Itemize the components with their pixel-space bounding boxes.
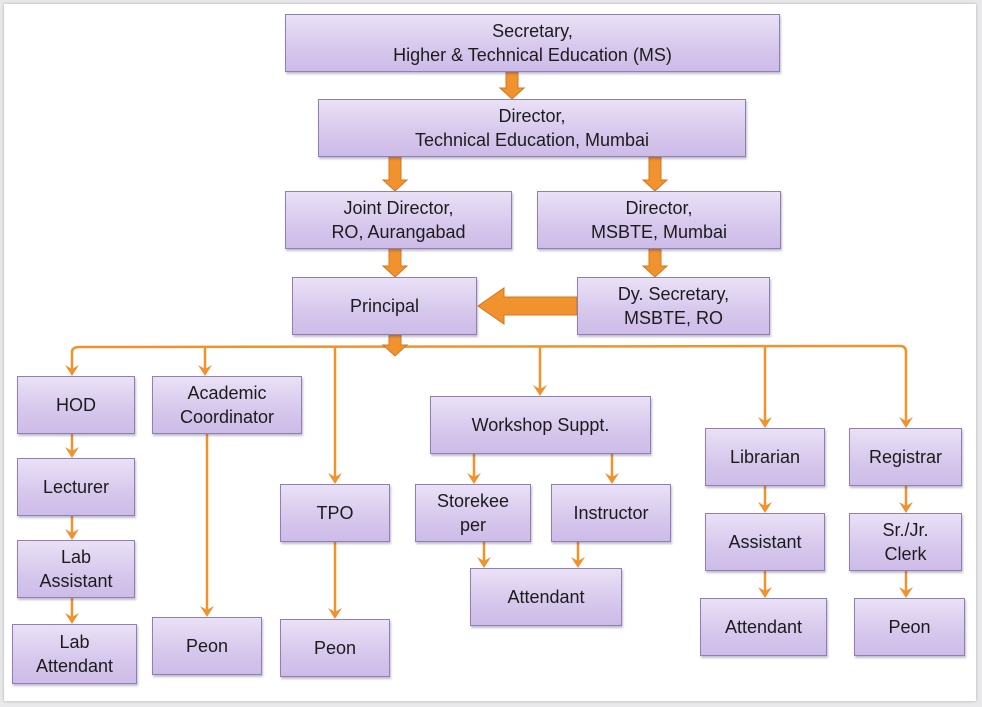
node-secretary: Secretary, Higher & Technical Education … — [285, 14, 780, 72]
node-principal: Principal — [292, 277, 477, 335]
arrow-workshop-to-instructor-head — [605, 473, 619, 484]
node-attendant-workshop: Attendant — [470, 568, 622, 626]
node-joint-director: Joint Director, RO, Aurangabad — [285, 191, 512, 249]
arrow-joint-director-to-principal — [381, 248, 409, 278]
arrow-hod-to-lecturer-head — [65, 447, 79, 458]
arrow-principal-to-bus — [381, 334, 409, 357]
node-workshop-support: Workshop Suppt. — [430, 396, 651, 454]
node-instructor: Instructor — [551, 484, 671, 542]
node-assistant-library: Assistant — [705, 513, 825, 571]
arrow-clerk-to-peon-head — [899, 587, 913, 598]
node-director-msbte: Director, MSBTE, Mumbai — [537, 191, 781, 249]
arrow-secretary-to-director — [498, 71, 526, 100]
node-peon-tpo: Peon — [280, 619, 390, 677]
node-peon-registrar: Peon — [854, 598, 965, 656]
arrow-storekeeper-to-attendant-head — [477, 557, 491, 568]
arrow-director-to-director-msbte — [641, 156, 669, 192]
node-lab-assistant: Lab Assistant — [17, 540, 135, 598]
arrow-lab-assistant-to-lab-attendant-head — [65, 613, 79, 624]
node-registrar: Registrar — [849, 428, 962, 486]
node-peon-academic: Peon — [152, 617, 262, 675]
node-storekeeper: Storekee per — [415, 484, 531, 542]
arrow-director-to-joint-director — [381, 156, 409, 192]
node-hod: HOD — [17, 376, 135, 434]
node-librarian: Librarian — [705, 428, 825, 486]
node-clerk: Sr./Jr. Clerk — [849, 513, 962, 571]
arrow-assistant-to-attendant-head — [758, 587, 772, 598]
arrow-academic-to-peon-head — [200, 606, 214, 617]
arrow-instructor-to-attendant-head — [571, 557, 585, 568]
arrow-bus-to-academic-head — [198, 365, 212, 376]
arrow-bus-to-tpo-head — [328, 473, 342, 484]
arrow-director-msbte-to-dy-secretary — [641, 248, 669, 278]
arrow-bus-to-workshop-head — [533, 385, 547, 396]
arrow-dy-secretary-to-principal — [477, 287, 578, 325]
node-tpo: TPO — [280, 484, 390, 542]
node-lecturer: Lecturer — [17, 458, 135, 516]
arrow-bus-to-hod-head — [65, 365, 79, 376]
arrow-lecturer-to-lab-assistant-head — [65, 529, 79, 540]
node-lab-attendant: Lab Attendant — [12, 624, 137, 684]
arrow-bus-to-registrar-head — [899, 417, 913, 428]
node-academic-coordinator: Academic Coordinator — [152, 376, 302, 434]
arrow-workshop-to-storekeeper-head — [467, 473, 481, 484]
arrow-bus-to-librarian-head — [758, 417, 772, 428]
connector-bus — [70, 344, 908, 354]
arrow-registrar-to-clerk-head — [899, 502, 913, 513]
node-director-technical-education: Director, Technical Education, Mumbai — [318, 99, 746, 157]
node-attendant-library: Attendant — [700, 598, 827, 656]
arrow-tpo-to-peon-head — [328, 608, 342, 619]
arrow-librarian-to-assistant-head — [758, 502, 772, 513]
node-dy-secretary: Dy. Secretary, MSBTE, RO — [577, 277, 770, 335]
